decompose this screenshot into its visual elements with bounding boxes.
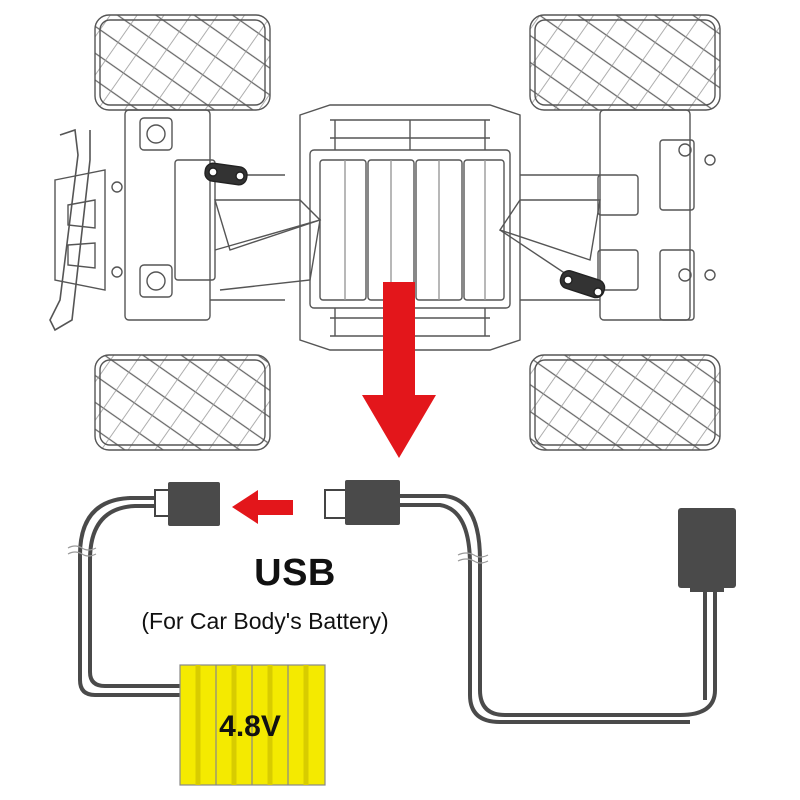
left-arrow-icon: [232, 490, 293, 524]
shock-absorber: [204, 162, 606, 299]
usb-note: (For Car Body's Battery): [141, 608, 389, 634]
usb-cable: [78, 494, 717, 724]
cable-break-marks: [67, 545, 489, 564]
rc-car-chassis-illustration: [49, 14, 721, 451]
wheel-rear-left: [94, 354, 271, 451]
battery-voltage-label: 4.8V: [219, 710, 281, 743]
wheel-front-left: [94, 14, 271, 111]
battery-compartment: [319, 159, 505, 301]
wheel-rear-right: [529, 354, 721, 451]
wheel-front-right: [529, 14, 721, 111]
front-bumper: [49, 128, 91, 332]
battery-pack-icon: [179, 664, 326, 786]
usb-label: USB: [254, 552, 336, 594]
usb-connector-icon: [678, 508, 736, 592]
usb-cable-connector: [324, 480, 400, 525]
car-battery-connector: [154, 482, 220, 526]
down-arrow-icon: [362, 282, 436, 458]
